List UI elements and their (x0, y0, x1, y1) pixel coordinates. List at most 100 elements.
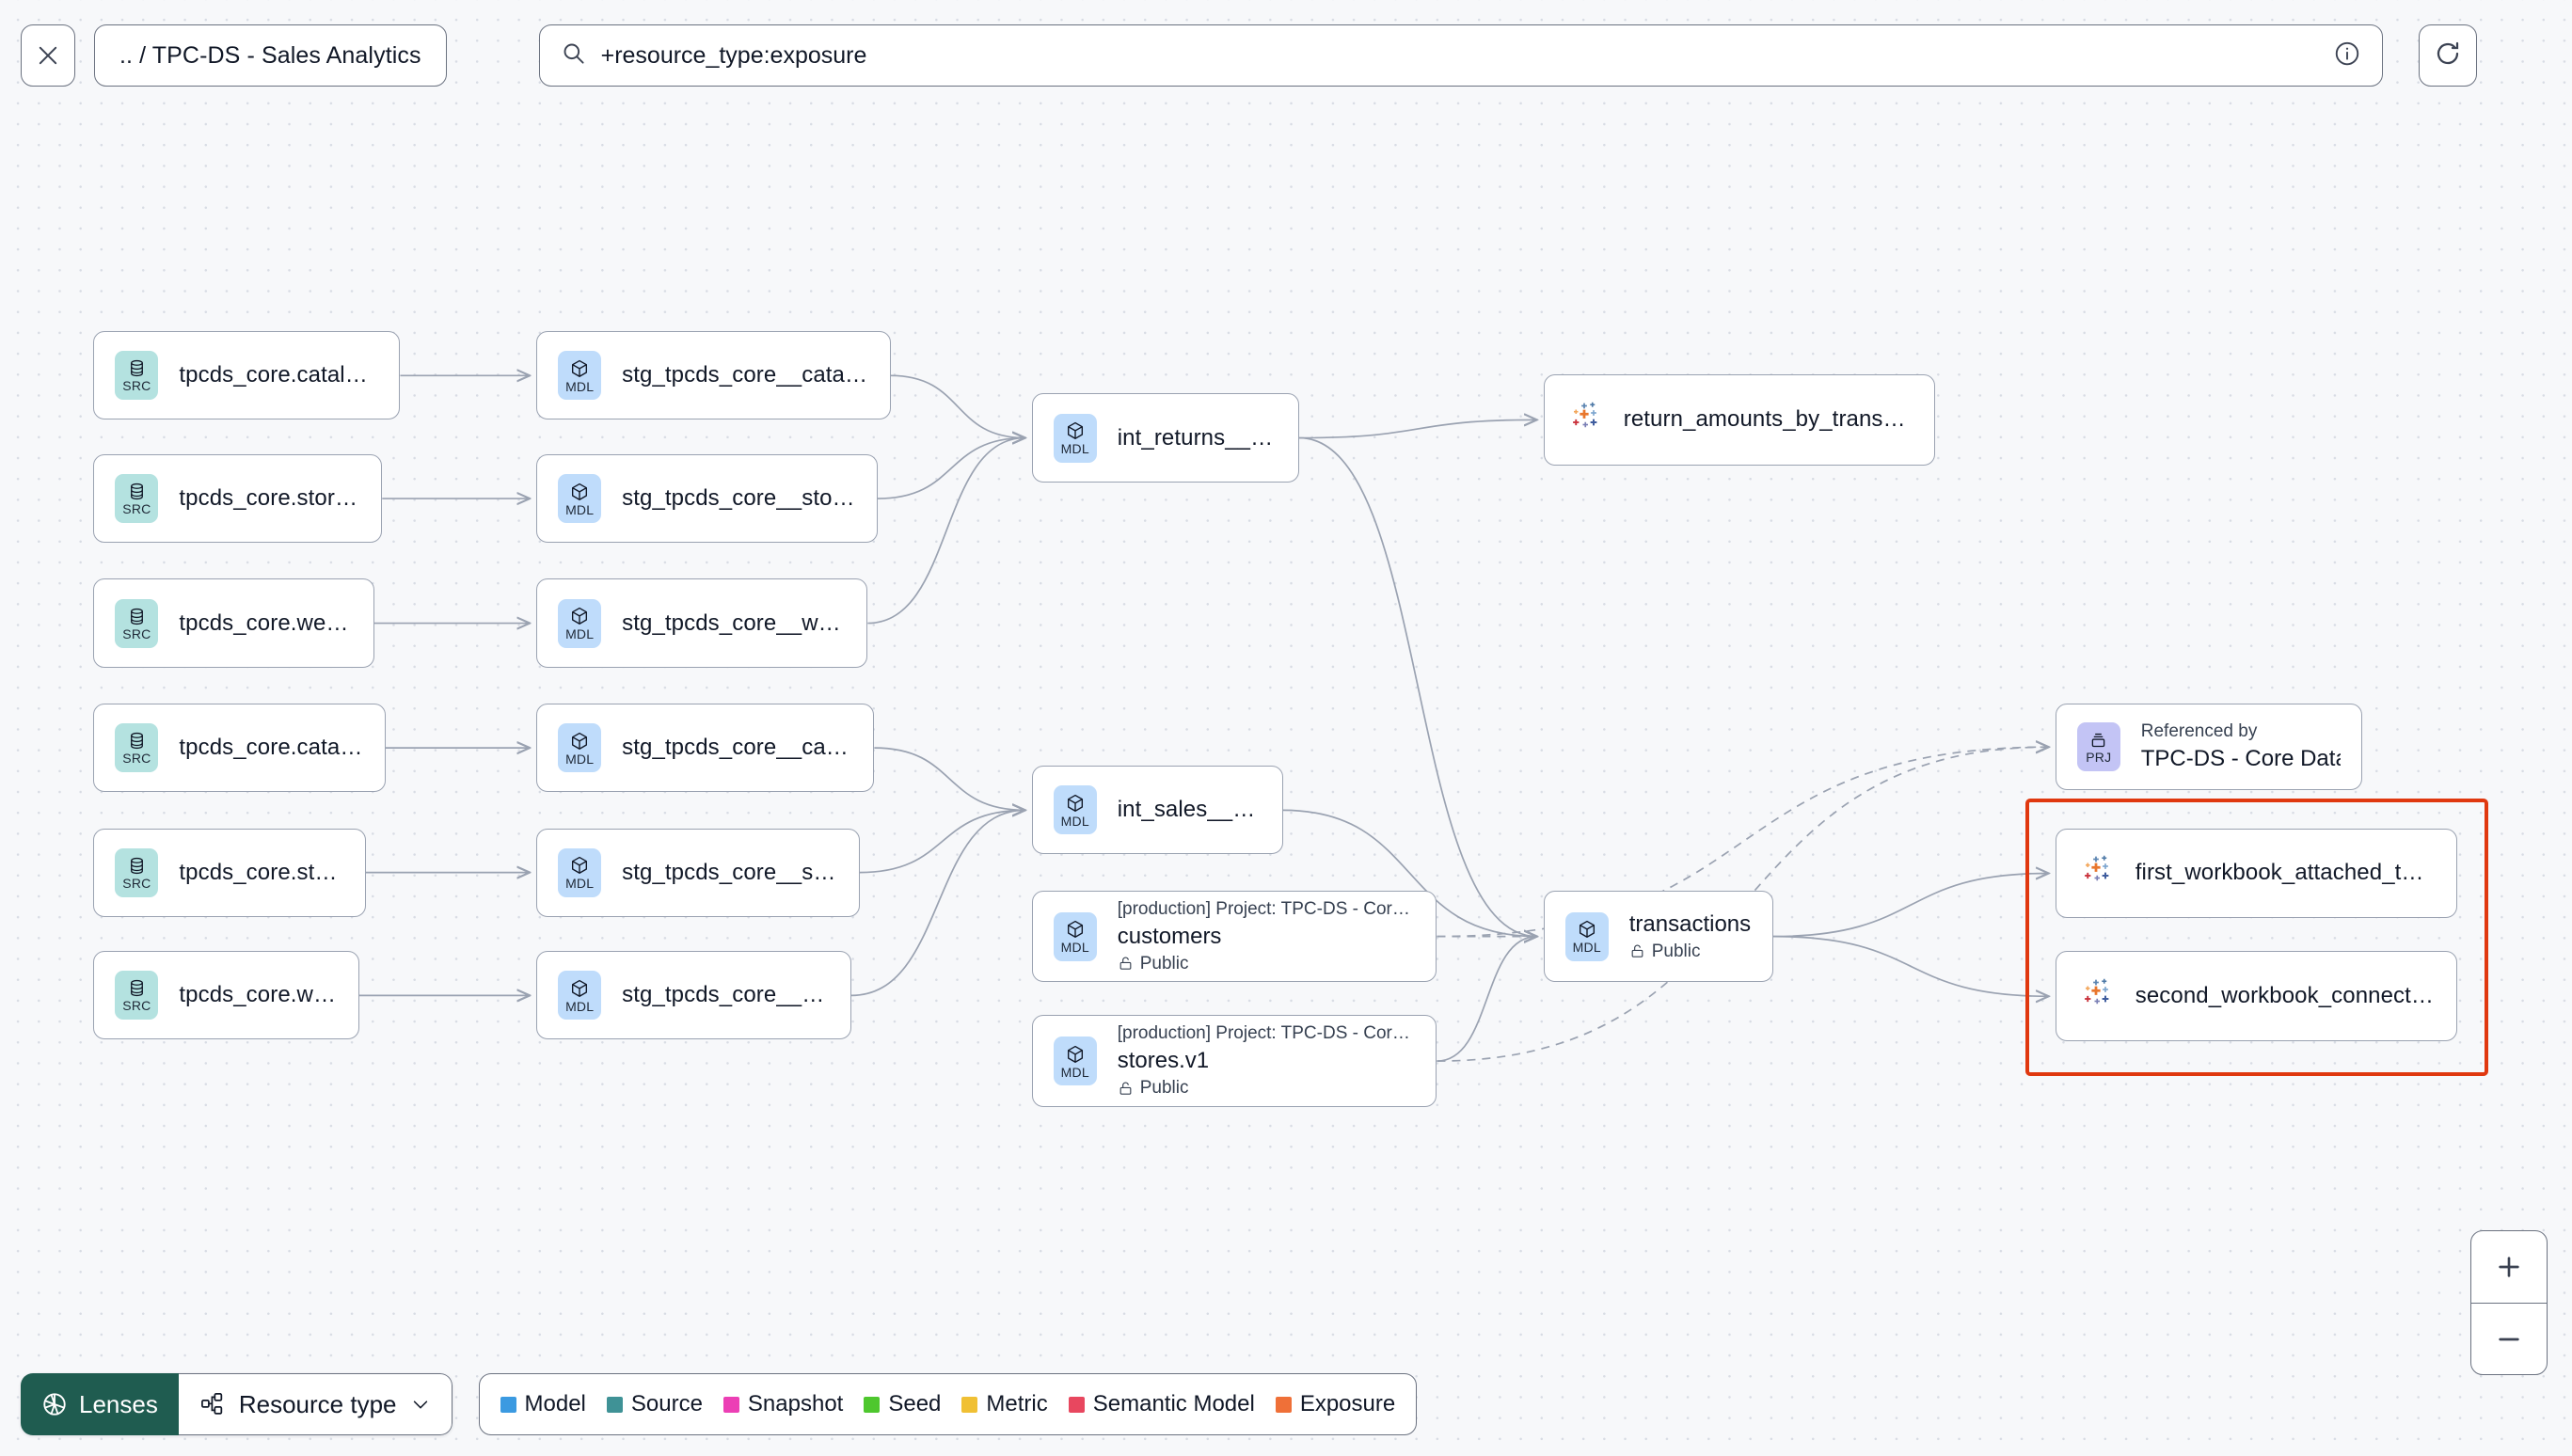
tableau-icon (2077, 975, 2115, 1018)
graph-edge (874, 747, 1024, 810)
search-input[interactable]: +resource_type:exposure (600, 41, 867, 69)
legend-swatch (961, 1396, 978, 1413)
node-label: int_returns__unioned (1117, 424, 1278, 451)
legend-item-exposure[interactable]: Exposure (1275, 1391, 1395, 1417)
graph-edge (1298, 419, 1537, 439)
graph-node-return_amounts[interactable]: return_amounts_by_transaction_type (1543, 373, 1936, 467)
legend-label: Semantic Model (1092, 1391, 1255, 1416)
toolbar: .. / TPC-DS - Sales Analytics +resource_… (0, 0, 2572, 111)
node-body: [production] Project: TPC-DS - Core Data… (1118, 899, 1416, 974)
resource-type-dropdown[interactable]: Resource type (178, 1373, 452, 1435)
graph-node-stg_store_sales[interactable]: MDL stg_tpcds_core__store_sales (536, 828, 860, 917)
visibility-label: Public (1651, 941, 1701, 961)
node-title: customers (1117, 923, 1222, 949)
zoom-in-button[interactable] (2471, 1231, 2547, 1303)
visibility-label: Public (1139, 1078, 1189, 1099)
prj-badge-icon: PRJ (2076, 722, 2120, 772)
src-badge-icon: SRC (115, 351, 159, 401)
legend-item-semantic-model[interactable]: Semantic Model (1068, 1391, 1255, 1417)
mdl-badge-icon: MDL (1564, 911, 1609, 961)
legend-item-source[interactable]: Source (606, 1391, 703, 1417)
lock-icon (1629, 943, 1645, 959)
node-label: stg_tpcds_core__web_returns (622, 609, 846, 636)
refresh-button[interactable] (2418, 24, 2477, 87)
node-subtitle: [production] Project: TPC-DS - Core Data… (1117, 1023, 1416, 1044)
graph-edge (877, 438, 1025, 499)
search-bar[interactable]: +resource_type:exposure (538, 24, 2383, 87)
close-button[interactable] (21, 24, 75, 87)
graph-edge (1772, 873, 2049, 938)
graph-node-first_workbook[interactable]: first_workbook_attached_to_tpc-ds_-_… (2055, 828, 2457, 919)
lock-icon (1118, 956, 1134, 972)
node-label: tpcds_core.web_returns (179, 609, 352, 636)
graph-edge (890, 374, 1025, 437)
info-icon[interactable] (2333, 40, 2361, 72)
zoom-controls (2470, 1230, 2548, 1375)
graph-edge (867, 438, 1024, 625)
tableau-icon (1565, 399, 1603, 441)
node-visibility: Public (1118, 1078, 1416, 1099)
zoom-out-button[interactable] (2471, 1303, 2547, 1374)
legend-item-metric[interactable]: Metric (961, 1391, 1048, 1417)
graph-node-stg_web_returns[interactable]: MDL stg_tpcds_core__web_returns (536, 578, 868, 668)
legend-item-model[interactable]: Model (500, 1391, 586, 1417)
legend-label: Snapshot (747, 1391, 844, 1416)
graph-node-src_web_returns[interactable]: SRC tpcds_core.web_returns (93, 578, 374, 668)
node-label: stg_tpcds_core__store_sales (622, 859, 838, 885)
legend-item-snapshot[interactable]: Snapshot (722, 1391, 844, 1417)
graph-node-second_workbook[interactable]: second_workbook_connected_to_live… (2055, 951, 2457, 1042)
node-title: TPC-DS - Core Data Models (2140, 746, 2341, 772)
node-visibility: Public (1118, 954, 1416, 974)
node-label: stg_tpcds_core__web_sales (622, 982, 830, 1008)
minus-icon (2494, 1324, 2524, 1354)
node-label: int_sales__unioned (1117, 797, 1262, 823)
lenses-button[interactable]: Lenses (21, 1373, 179, 1435)
chevron-down-icon (410, 1394, 431, 1415)
mdl-badge-icon: MDL (558, 847, 602, 897)
legend-label: Seed (888, 1391, 942, 1416)
lock-icon (1118, 1081, 1134, 1097)
tableau-icon (2077, 852, 2115, 894)
graph-node-stores_v1[interactable]: MDL[production] Project: TPC-DS - Core D… (1031, 1015, 1437, 1107)
src-badge-icon: SRC (115, 598, 159, 648)
legend-item-seed[interactable]: Seed (864, 1391, 941, 1417)
graph-node-customers[interactable]: MDL[production] Project: TPC-DS - Core D… (1031, 890, 1437, 983)
aperture-icon (41, 1391, 68, 1417)
node-label: stg_tpcds_core__catalog_returns (622, 362, 869, 388)
mdl-badge-icon: MDL (558, 598, 602, 648)
breadcrumb[interactable]: .. / TPC-DS - Sales Analytics (94, 24, 447, 87)
lenses-control: Lenses Resource type (21, 1373, 452, 1435)
node-label: tpcds_core.store_sales (179, 859, 344, 885)
mdl-badge-icon: MDL (558, 723, 602, 773)
legend-swatch (500, 1396, 516, 1413)
node-label: first_workbook_attached_to_tpc-ds_-_… (2135, 860, 2436, 886)
node-title: stores.v1 (1117, 1048, 1210, 1074)
refresh-icon (2434, 40, 2462, 72)
src-badge-icon: SRC (115, 723, 159, 773)
node-label: stg_tpcds_core__store_returns (622, 485, 856, 512)
graph-edge (850, 810, 1025, 997)
graph-edge (1772, 935, 2049, 997)
legend-swatch (1068, 1396, 1085, 1413)
legend-label: Metric (986, 1391, 1048, 1416)
visibility-label: Public (1139, 953, 1189, 973)
resource-type-legend: Model Source Snapshot Seed Metric Semantic Mo… (478, 1373, 1418, 1435)
resource-type-label: Resource type (238, 1389, 397, 1418)
